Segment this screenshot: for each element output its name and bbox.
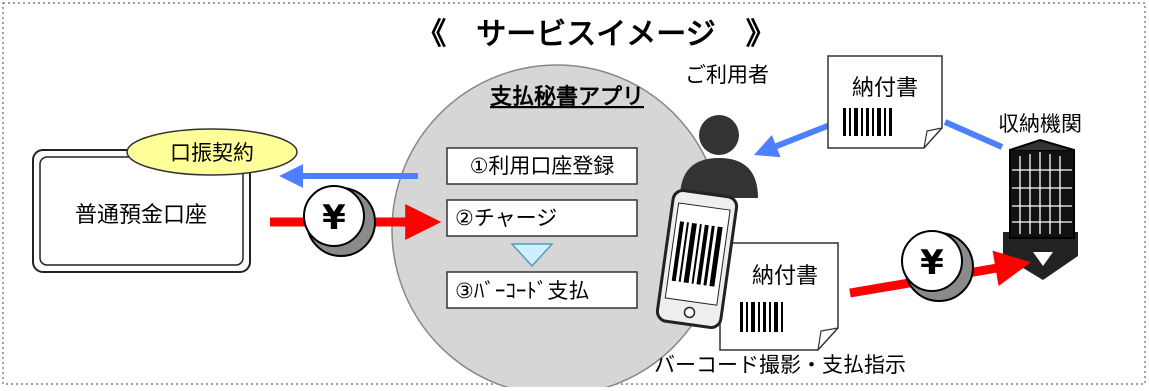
diagram-title: 《 サービスイメージ 》: [416, 17, 775, 52]
step-barcode-payment: ③ﾊﾞｰｺｰﾄﾞ支払: [446, 271, 638, 309]
phone-caption: バーコード撮影・支払指示: [654, 353, 906, 377]
invoice-bottom: 納付書: [719, 242, 839, 351]
arrow-segment-right: [943, 119, 1004, 150]
step-charge: ②チャージ: [446, 199, 638, 237]
step-label: ②チャージ: [455, 206, 557, 230]
barcode-icon: [843, 108, 892, 136]
dotted-frame: [2, 2, 1146, 385]
step-account-registration: ①利用口座登録: [446, 147, 638, 185]
user-icon: [680, 115, 758, 198]
app-title: 支払秘書アプリ: [490, 84, 644, 110]
invoice-label: 納付書: [852, 76, 918, 101]
savings-account-box: 普通預金口座: [32, 149, 251, 273]
yen-icon: ¥: [920, 243, 944, 283]
yen-coin-left: ¥: [303, 185, 376, 257]
barcode-icon: [740, 302, 783, 332]
institution-label: 収納機関: [998, 112, 1082, 136]
building-icon: [1003, 138, 1078, 280]
yen-coin-right: ¥: [901, 230, 974, 302]
down-triangle-icon: [510, 243, 554, 268]
step-label: ③ﾊﾞｰｺｰﾄﾞ支払: [455, 279, 589, 303]
contract-badge-label: 口振契約: [170, 141, 254, 165]
yen-icon: ¥: [322, 198, 346, 238]
invoice-top: 納付書: [827, 55, 943, 149]
smartphone-icon: [655, 188, 739, 330]
arrow-to-user: [753, 120, 837, 158]
account-label: 普通預金口座: [75, 203, 207, 228]
invoice-label: 納付書: [752, 264, 818, 289]
user-label: ご利用者: [685, 63, 769, 87]
contract-badge: 口振契約: [126, 128, 298, 176]
step-label: ①利用口座登録: [470, 154, 615, 178]
